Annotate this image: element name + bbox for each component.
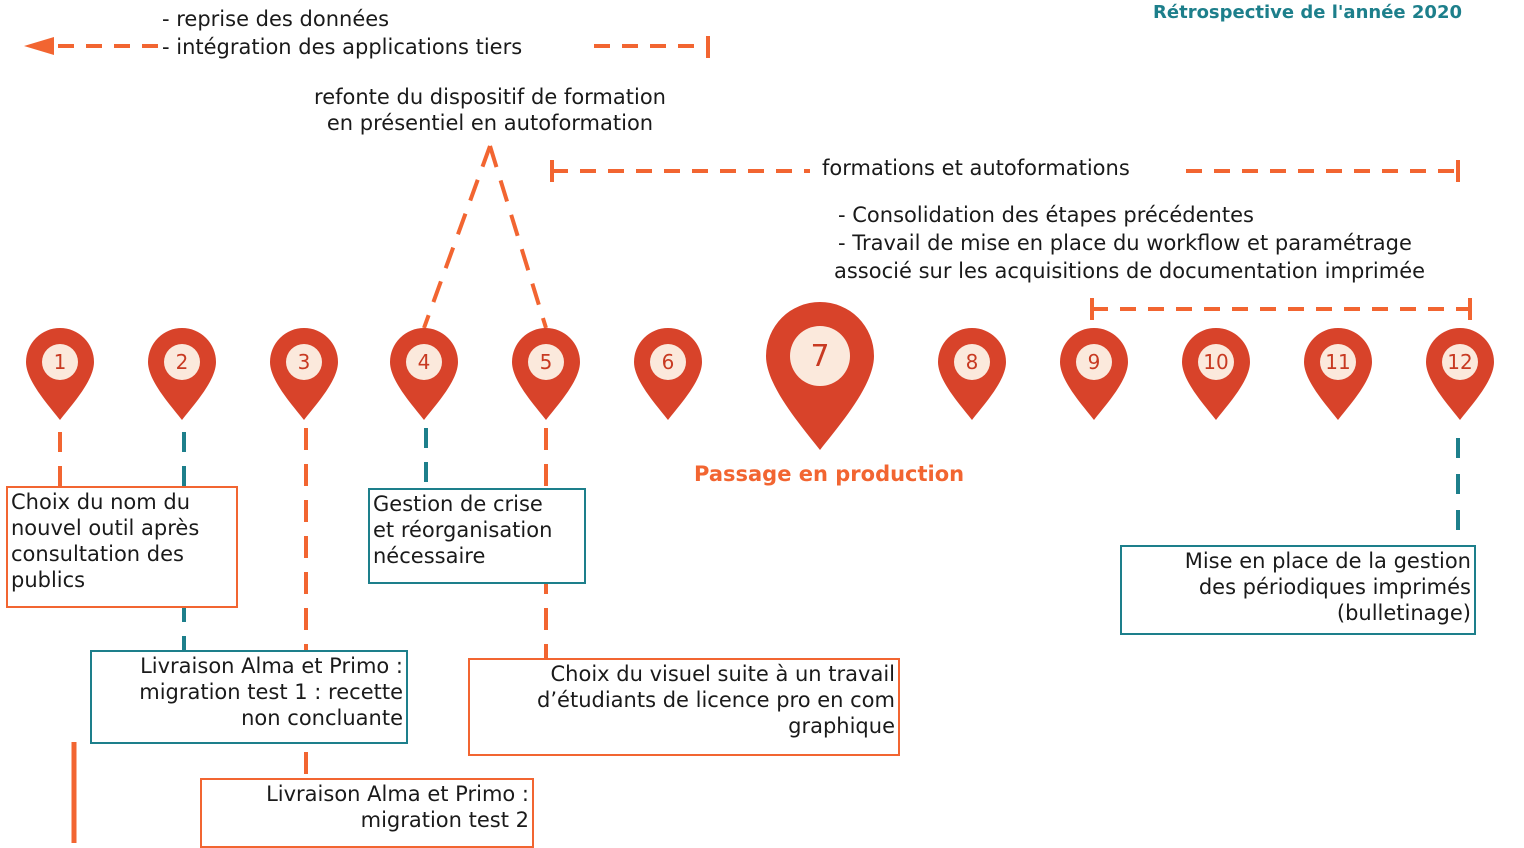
consolidation-bracket [1090,298,1472,320]
box-line: non concluante [241,706,403,730]
box-line: migration test 1 : recette [139,680,403,704]
pin-number-4: 4 [417,350,431,374]
box-line: (bulletinage) [1336,601,1471,625]
pin-number-12: 12 [1447,350,1473,374]
timeline-pins [26,301,1494,450]
pin-number-3: 3 [297,350,311,374]
pin-number-1: 1 [53,350,67,374]
migration-arrow [24,36,710,58]
box-line: consultation des [11,542,184,566]
pin-center [790,326,850,386]
formations-bracket [550,160,1460,182]
box-choix-nom: Choix du nom du nouvel outil après consu… [6,486,238,608]
box-gestion-crise: Gestion de crise et réorganisation néces… [368,488,586,584]
consolidation-text-line1: - Consolidation des étapes précédentes [838,203,1254,227]
box-line: et réorganisation [373,518,553,542]
box-periodiques: Mise en place de la gestion des périodiq… [1120,545,1476,635]
refonte-connector [422,145,548,329]
formations-text: formations et autoformations [822,156,1130,180]
pin-center [1076,344,1112,380]
box-line: des périodiques imprimés [1198,575,1471,599]
pin-center [164,344,200,380]
box-line: Choix du visuel suite à un travail [550,662,895,686]
pin-number-9: 9 [1087,350,1101,374]
pin-number-7: 7 [810,338,830,374]
box-line: nécessaire [373,544,486,568]
pin-number-10: 10 [1203,350,1229,374]
migration-text-line2: - intégration des applications tiers [162,35,523,59]
pin-center [650,344,686,380]
box-line: d’étudiants de licence pro en com [537,688,895,712]
box-livraison-test2: Livraison Alma et Primo : migration test… [200,778,534,848]
pin-number-8: 8 [965,350,979,374]
box-choix-visuel: Choix du visuel suite à un travail d’étu… [468,658,900,756]
pin-number-6: 6 [661,350,675,374]
box-line: Livraison Alma et Primo : [266,782,529,806]
box-line: Livraison Alma et Primo : [140,654,403,678]
pin-center [954,344,990,380]
box-line: publics [11,568,86,592]
box-line: migration test 2 [360,808,529,832]
box-line: Mise en place de la gestion [1184,549,1471,573]
migration-text-line1: - reprise des données [162,7,390,31]
box-line: Gestion de crise [373,492,543,516]
pin-center [42,344,78,380]
pin-center [1198,344,1234,380]
pin-number-5: 5 [539,350,553,374]
pin-center [286,344,322,380]
pin-number-2: 2 [175,350,189,374]
box-line: graphique [788,714,895,738]
pin-center [1320,344,1356,380]
refonte-text-line2: en présentiel en autoformation [326,111,654,135]
page-title: Rétrospective de l'année 2020 [1153,2,1462,23]
production-label: Passage en production [694,462,965,486]
box-line: Choix du nom du [11,490,191,514]
box-livraison-test1: Livraison Alma et Primo : migration test… [90,650,408,744]
pin-center [528,344,564,380]
refonte-text-line1: refonte du dispositif de formation [314,85,666,109]
pin-center [1442,344,1478,380]
box-line: nouvel outil après [11,516,200,540]
pin-center [406,344,442,380]
consolidation-text-line3: associé sur les acquisitions de document… [834,259,1426,283]
consolidation-text-line2: - Travail de mise en place du workflow e… [838,231,1412,255]
pin-number-11: 11 [1325,350,1351,374]
